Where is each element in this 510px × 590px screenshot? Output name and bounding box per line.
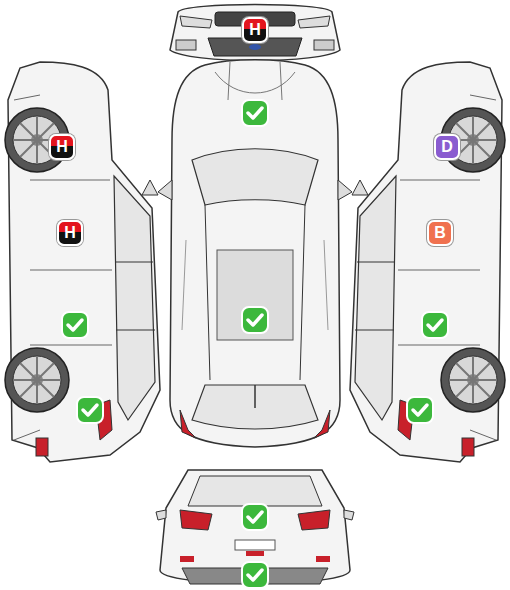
badge-letter: H — [249, 22, 261, 38]
front-view — [170, 5, 340, 61]
check-mark — [242, 504, 268, 530]
check-mark — [422, 312, 448, 338]
damage-badge: H — [49, 134, 75, 160]
check-mark — [242, 562, 268, 588]
check-mark — [242, 307, 268, 333]
check-mark — [407, 397, 433, 423]
badge-letter: H — [64, 225, 76, 241]
top-view — [158, 60, 352, 447]
check-mark — [242, 100, 268, 126]
damage-badge: H — [242, 17, 268, 43]
badge-letter: B — [434, 225, 446, 241]
right-side-view — [350, 62, 505, 462]
check-mark — [62, 312, 88, 338]
damage-badge: H — [57, 220, 83, 246]
damage-badge: B — [427, 220, 453, 246]
damage-badge: D — [434, 134, 460, 160]
left-side-view — [5, 62, 160, 462]
check-mark — [77, 397, 103, 423]
badge-letter: H — [56, 139, 68, 155]
badge-letter: D — [441, 139, 453, 155]
